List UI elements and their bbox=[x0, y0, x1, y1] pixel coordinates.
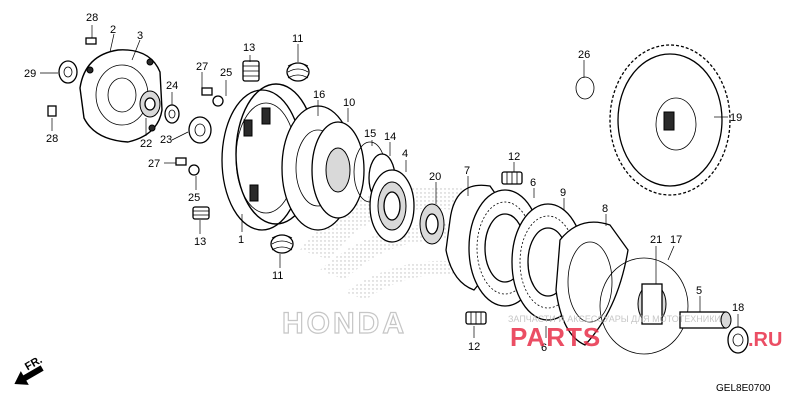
part-spring-13a bbox=[242, 60, 260, 82]
label-27b: 27 bbox=[148, 158, 160, 170]
part-washer-25b bbox=[188, 164, 200, 176]
label-24: 24 bbox=[166, 80, 178, 92]
part-washer-25a bbox=[212, 95, 224, 107]
label-22: 22 bbox=[140, 138, 152, 150]
part-gear-23 bbox=[188, 116, 212, 144]
label-13a: 13 bbox=[243, 42, 255, 54]
label-20: 20 bbox=[429, 171, 441, 183]
part-number-labels: 28 2 3 29 28 27 25 24 23 22 13 11 16 10 … bbox=[24, 12, 744, 354]
label-7: 7 bbox=[464, 165, 470, 177]
label-3: 3 bbox=[137, 30, 143, 42]
part-bolt-27b bbox=[175, 157, 187, 166]
label-26: 26 bbox=[578, 49, 590, 61]
part-bushing-22 bbox=[139, 90, 161, 118]
part-bearing-29 bbox=[58, 60, 78, 84]
label-17: 17 bbox=[670, 234, 682, 246]
label-19: 19 bbox=[730, 112, 742, 124]
label-18: 18 bbox=[732, 302, 744, 314]
part-spring-13b bbox=[192, 206, 210, 220]
part-bolt-27a bbox=[201, 87, 213, 96]
label-21: 21 bbox=[650, 234, 662, 246]
part-clip-26 bbox=[575, 76, 595, 100]
label-27a: 27 bbox=[196, 61, 208, 73]
label-14: 14 bbox=[384, 131, 396, 143]
label-2: 2 bbox=[110, 24, 116, 36]
label-4: 4 bbox=[402, 148, 408, 160]
part-snap-ring-17 bbox=[599, 257, 689, 355]
label-6a: 6 bbox=[530, 177, 536, 189]
part-gear-21 bbox=[637, 283, 667, 325]
part-bolt-28a bbox=[85, 37, 97, 45]
label-11b: 11 bbox=[272, 270, 283, 282]
part-end-plate-8 bbox=[555, 221, 629, 346]
part-spring-11b bbox=[270, 234, 294, 254]
label-28b: 28 bbox=[46, 133, 58, 145]
label-23: 23 bbox=[160, 134, 172, 146]
part-primary-gear-19 bbox=[609, 44, 731, 196]
part-collar-20 bbox=[419, 203, 445, 245]
label-12b: 12 bbox=[468, 341, 480, 353]
part-spring-11a bbox=[286, 62, 310, 82]
label-28a: 28 bbox=[86, 12, 98, 24]
part-clutch-outer-1 bbox=[221, 83, 317, 231]
part-spring-12b bbox=[465, 311, 487, 325]
label-25a: 25 bbox=[220, 67, 232, 79]
part-clutch-center-10 bbox=[311, 121, 365, 219]
label-15: 15 bbox=[364, 128, 376, 140]
honda-watermark: HONDA bbox=[282, 307, 407, 340]
label-9: 9 bbox=[560, 187, 566, 199]
part-spring-12a bbox=[501, 171, 523, 185]
leader-lines bbox=[40, 25, 739, 338]
site-watermark-brand: PARTS bbox=[510, 322, 601, 352]
part-shaft-5 bbox=[679, 311, 732, 329]
label-25b: 25 bbox=[188, 192, 200, 204]
label-6b: 6 bbox=[541, 342, 547, 354]
part-bolt-28b bbox=[47, 105, 57, 117]
label-5: 5 bbox=[696, 285, 702, 297]
label-8: 8 bbox=[602, 203, 608, 215]
site-watermark-subtitle: ЗАПЧАСТИ И АКСЕССУАРЫ ДЛЯ МОТОТЕХНИКИ bbox=[508, 314, 721, 324]
label-11a: 11 bbox=[292, 33, 303, 45]
front-direction-arrow: FR. bbox=[14, 354, 44, 385]
site-watermark-tail: .RU bbox=[748, 329, 782, 351]
label-1: 1 bbox=[238, 234, 244, 246]
label-10: 10 bbox=[343, 97, 355, 109]
label-16: 16 bbox=[313, 89, 325, 101]
diagram-code: GEL8E0700 bbox=[716, 383, 771, 394]
part-washer-18 bbox=[727, 326, 749, 354]
label-12a: 12 bbox=[508, 151, 520, 163]
part-washer-24 bbox=[164, 104, 180, 124]
part-one-way-clutch-4 bbox=[369, 169, 415, 243]
label-29: 29 bbox=[24, 68, 36, 80]
part-clutch-cover bbox=[79, 49, 163, 143]
label-13b: 13 bbox=[194, 236, 206, 248]
site-watermark: PARTS .RU ЗАПЧАСТИ И АКСЕССУАРЫ ДЛЯ МОТО… bbox=[508, 314, 782, 352]
